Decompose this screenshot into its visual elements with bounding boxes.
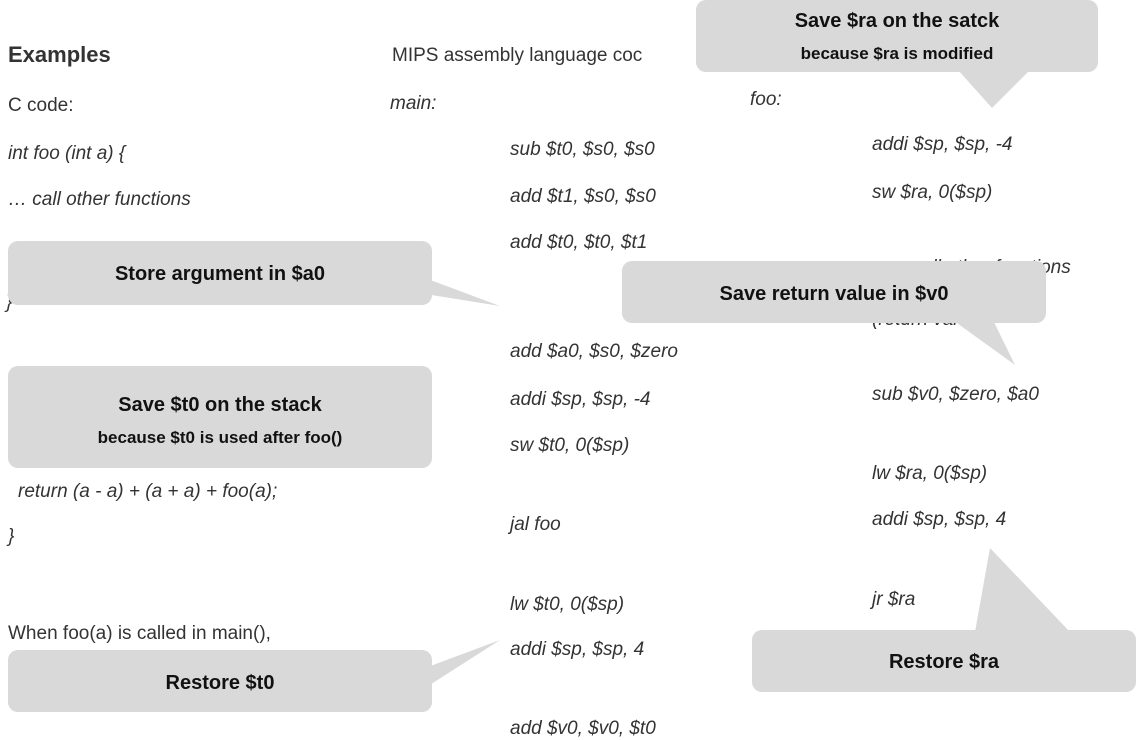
callout-restore-t0-text: Restore $t0 bbox=[165, 672, 275, 694]
callout-save-ra: Save $ra on the satck because $ra is mod… bbox=[696, 0, 1098, 72]
c-code-line-1: int foo (int a) { bbox=[8, 143, 126, 164]
foo-code-line: sub $v0, $zero, $a0 bbox=[872, 384, 1039, 405]
callout-tail-store-arg bbox=[425, 278, 500, 306]
callout-tail-save-ra bbox=[958, 70, 1030, 108]
foo-code-line: jr $ra bbox=[872, 589, 916, 610]
c-code-closing-brace: } bbox=[8, 526, 15, 547]
callout-restore-ra-text: Restore $ra bbox=[888, 651, 1000, 673]
callout-tail-save-ret bbox=[950, 318, 1015, 365]
main-code-line: sub $t0, $s0, $s0 bbox=[510, 139, 655, 160]
callout-tail-restore-ra bbox=[975, 548, 1070, 632]
callout-store-argument-text: Store argument in $a0 bbox=[114, 263, 326, 285]
c-code-brace-partial: } bbox=[6, 292, 13, 313]
main-code-line: add $t0, $t0, $t1 bbox=[510, 232, 648, 253]
c-code-label: C code: bbox=[8, 95, 74, 116]
mips-header: MIPS assembly language coc bbox=[392, 45, 643, 66]
main-code-line: addi $sp, $sp, -4 bbox=[510, 389, 651, 410]
callout-save-t0-line1: Save $t0 on the stack bbox=[118, 394, 322, 416]
main-code-line: sw $t0, 0($sp) bbox=[510, 435, 630, 456]
main-code-line: jal foo bbox=[510, 514, 561, 535]
callout-save-ra-line2: because $ra is modified bbox=[800, 44, 994, 63]
callout-save-t0: Save $t0 on the stack because $t0 is use… bbox=[8, 366, 432, 468]
examples-heading: Examples bbox=[8, 42, 111, 67]
callout-restore-ra: Restore $ra bbox=[752, 630, 1136, 692]
main-code-line: add $t1, $s0, $s0 bbox=[510, 186, 656, 207]
main-code-line: add $a0, $s0, $zero bbox=[510, 341, 678, 362]
main-code-line: lw $t0, 0($sp) bbox=[510, 594, 625, 615]
c-code-return-line: return (a - a) + (a + a) + foo(a); bbox=[18, 481, 278, 502]
main-code-line: addi $sp, $sp, 4 bbox=[510, 639, 645, 660]
foo-code-line: lw $ra, 0($sp) bbox=[872, 463, 988, 484]
callout-save-ra-line1: Save $ra on the satck bbox=[794, 10, 1000, 32]
foo-code-line: addi $sp, $sp, -4 bbox=[872, 134, 1013, 155]
callout-tail-restore-t0 bbox=[425, 640, 500, 688]
when-called-text: When foo(a) is called in main(), bbox=[8, 623, 271, 644]
main-code-line: add $v0, $v0, $t0 bbox=[510, 718, 656, 739]
callout-restore-t0: Restore $t0 bbox=[8, 650, 432, 712]
callout-save-t0-line2: because $t0 is used after foo() bbox=[97, 428, 343, 447]
main-label: main: bbox=[390, 93, 437, 114]
callout-save-return-value: Save return value in $v0 bbox=[622, 261, 1046, 323]
callout-store-argument: Store argument in $a0 bbox=[8, 241, 432, 305]
foo-label: foo: bbox=[750, 89, 782, 110]
foo-code-line: addi $sp, $sp, 4 bbox=[872, 509, 1007, 530]
callout-save-return-value-text: Save return value in $v0 bbox=[719, 283, 949, 305]
foo-code-line: sw $ra, 0($sp) bbox=[872, 182, 993, 203]
c-code-line-2: … call other functions bbox=[8, 189, 191, 210]
